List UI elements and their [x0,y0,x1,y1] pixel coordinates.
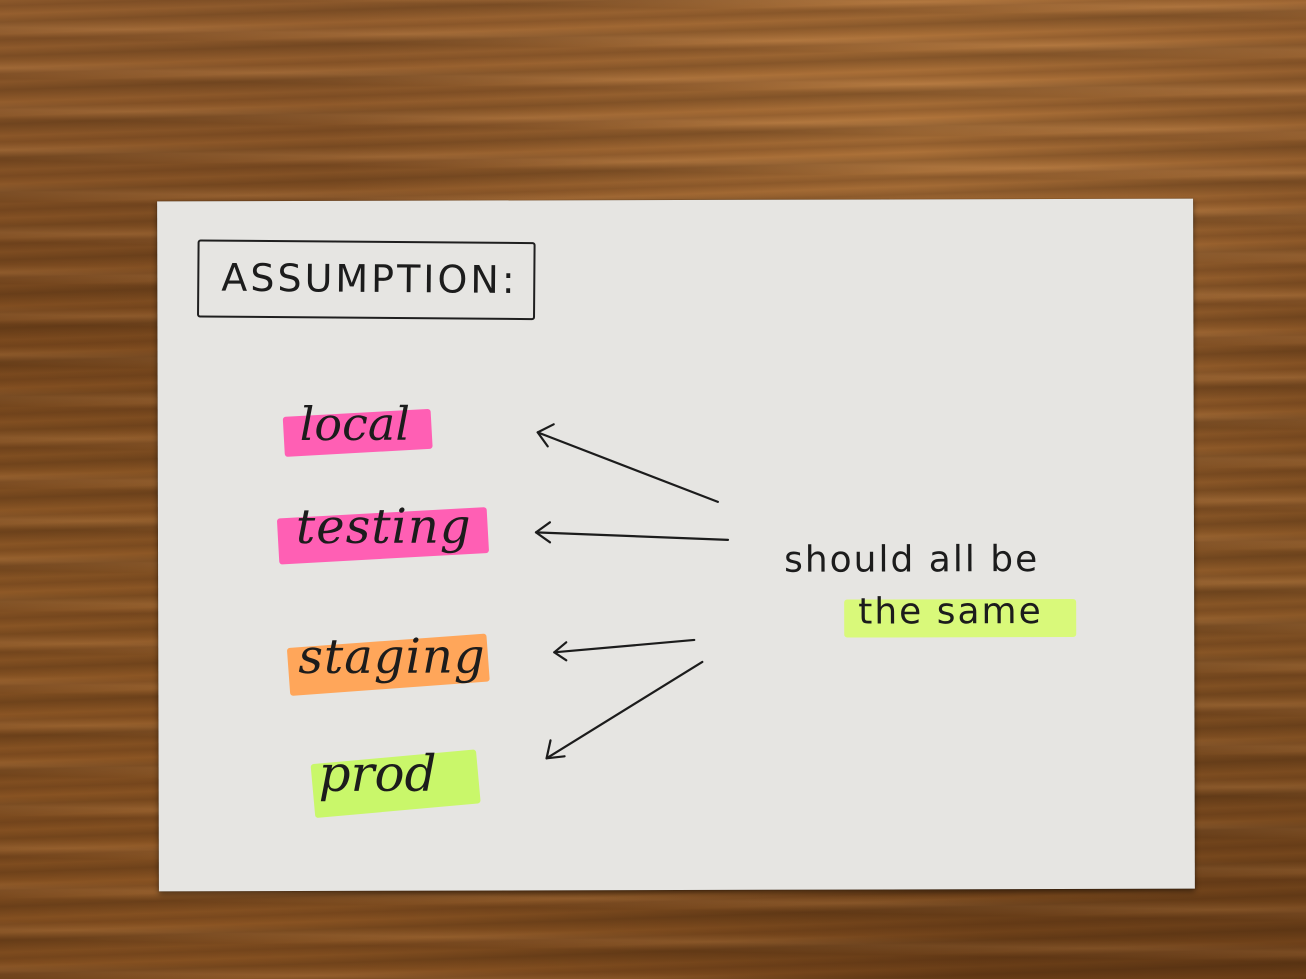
arrow-to-staging [553,638,696,662]
arrow-to-testing [534,521,730,544]
arrow-to-prod [545,660,704,760]
index-card: ASSUMPTION: local testing staging prod s… [157,198,1195,892]
arrow-to-local [536,423,719,503]
arrows-overlay [534,423,730,760]
